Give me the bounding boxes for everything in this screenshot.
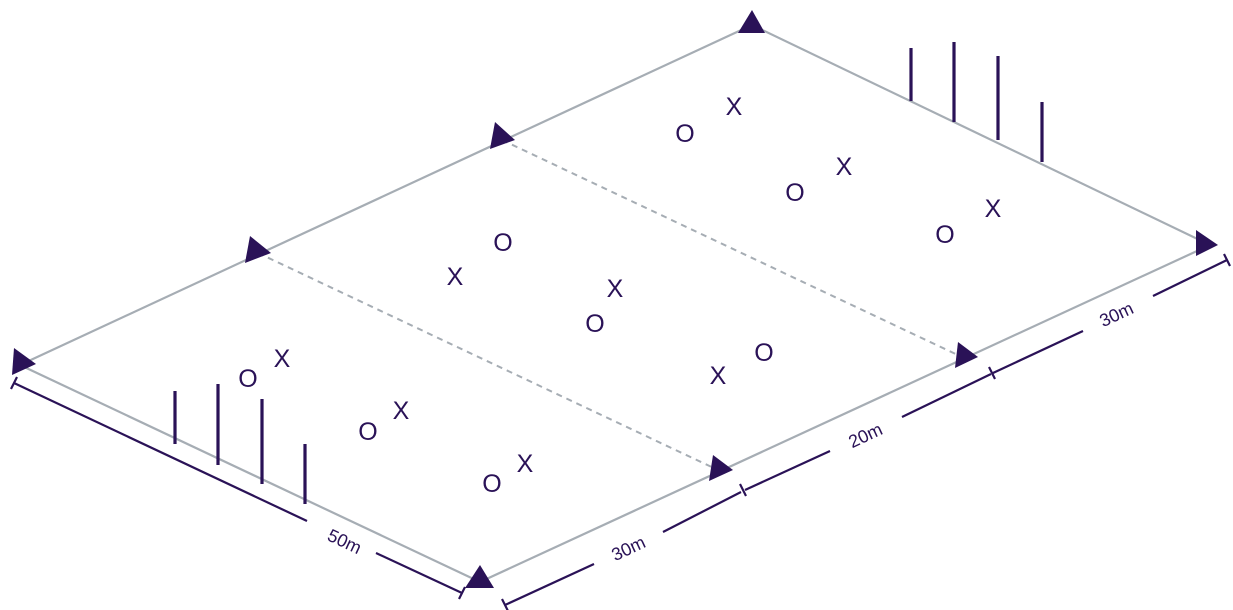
dim-label-zone-1: 30m [608, 532, 648, 565]
cone-icon [245, 236, 271, 263]
dim-tick [988, 366, 996, 380]
dim-tick [1223, 253, 1231, 267]
player-o: O [754, 339, 773, 367]
dim-30m-b-seg-a [992, 330, 1084, 374]
player-x: X [517, 450, 534, 478]
dimension-lines [10, 253, 1231, 610]
player-o: O [935, 221, 954, 249]
player-x: X [447, 263, 464, 291]
player-x: X [393, 397, 410, 425]
dim-label-zone-2: 20m [845, 419, 885, 452]
player-o: O [585, 310, 604, 338]
zone-dividers [257, 139, 963, 471]
dimension-labels: 50m 30m 20m 30m [324, 298, 1136, 565]
zone-divider-2 [501, 139, 963, 358]
player-x: X [836, 153, 853, 181]
cone-icon [738, 10, 765, 33]
cone-icon [490, 122, 515, 149]
players: O X O X O X X O X O X O O X O X O X [238, 93, 1001, 498]
cone-icon [465, 565, 494, 588]
dim-30m-b-seg-b [1152, 259, 1228, 297]
player-o: O [482, 470, 501, 498]
field-edge-top-left [19, 24, 753, 366]
dim-20m-seg-a [744, 450, 831, 491]
dim-20m-seg-b [901, 373, 992, 418]
cone-icon [12, 348, 36, 375]
cone-icon [709, 455, 733, 481]
player-x: X [726, 93, 743, 121]
player-x: X [274, 345, 291, 373]
field-edge-bottom-left [19, 364, 481, 583]
player-o: O [358, 418, 377, 446]
dim-50m-tick-end [458, 586, 466, 600]
poles [173, 42, 1044, 504]
zone-divider-1 [257, 252, 719, 471]
dim-30m-a-seg-b [662, 491, 742, 533]
player-o: O [238, 365, 257, 393]
dim-tick [501, 598, 509, 610]
player-o: O [493, 229, 512, 257]
dim-tick [739, 483, 747, 497]
field-edge-top-right [751, 24, 1211, 246]
cone-icon [955, 342, 978, 368]
cone-icon [1196, 230, 1218, 256]
dim-label-50m: 50m [324, 525, 364, 558]
player-x: X [710, 362, 727, 390]
field-edge-bottom-right [479, 244, 1211, 583]
cones [12, 10, 1218, 588]
player-o: O [785, 179, 804, 207]
player-x: X [607, 275, 624, 303]
field-outline [19, 24, 1211, 583]
dim-50m-tick-start [10, 376, 18, 390]
dim-label-zone-3: 30m [1096, 298, 1136, 331]
dim-50m-seg-a [13, 382, 308, 522]
dim-30m-a-seg-a [504, 563, 595, 606]
player-o: O [675, 120, 694, 148]
dim-50m-seg-b [375, 552, 463, 594]
player-x: X [985, 195, 1002, 223]
